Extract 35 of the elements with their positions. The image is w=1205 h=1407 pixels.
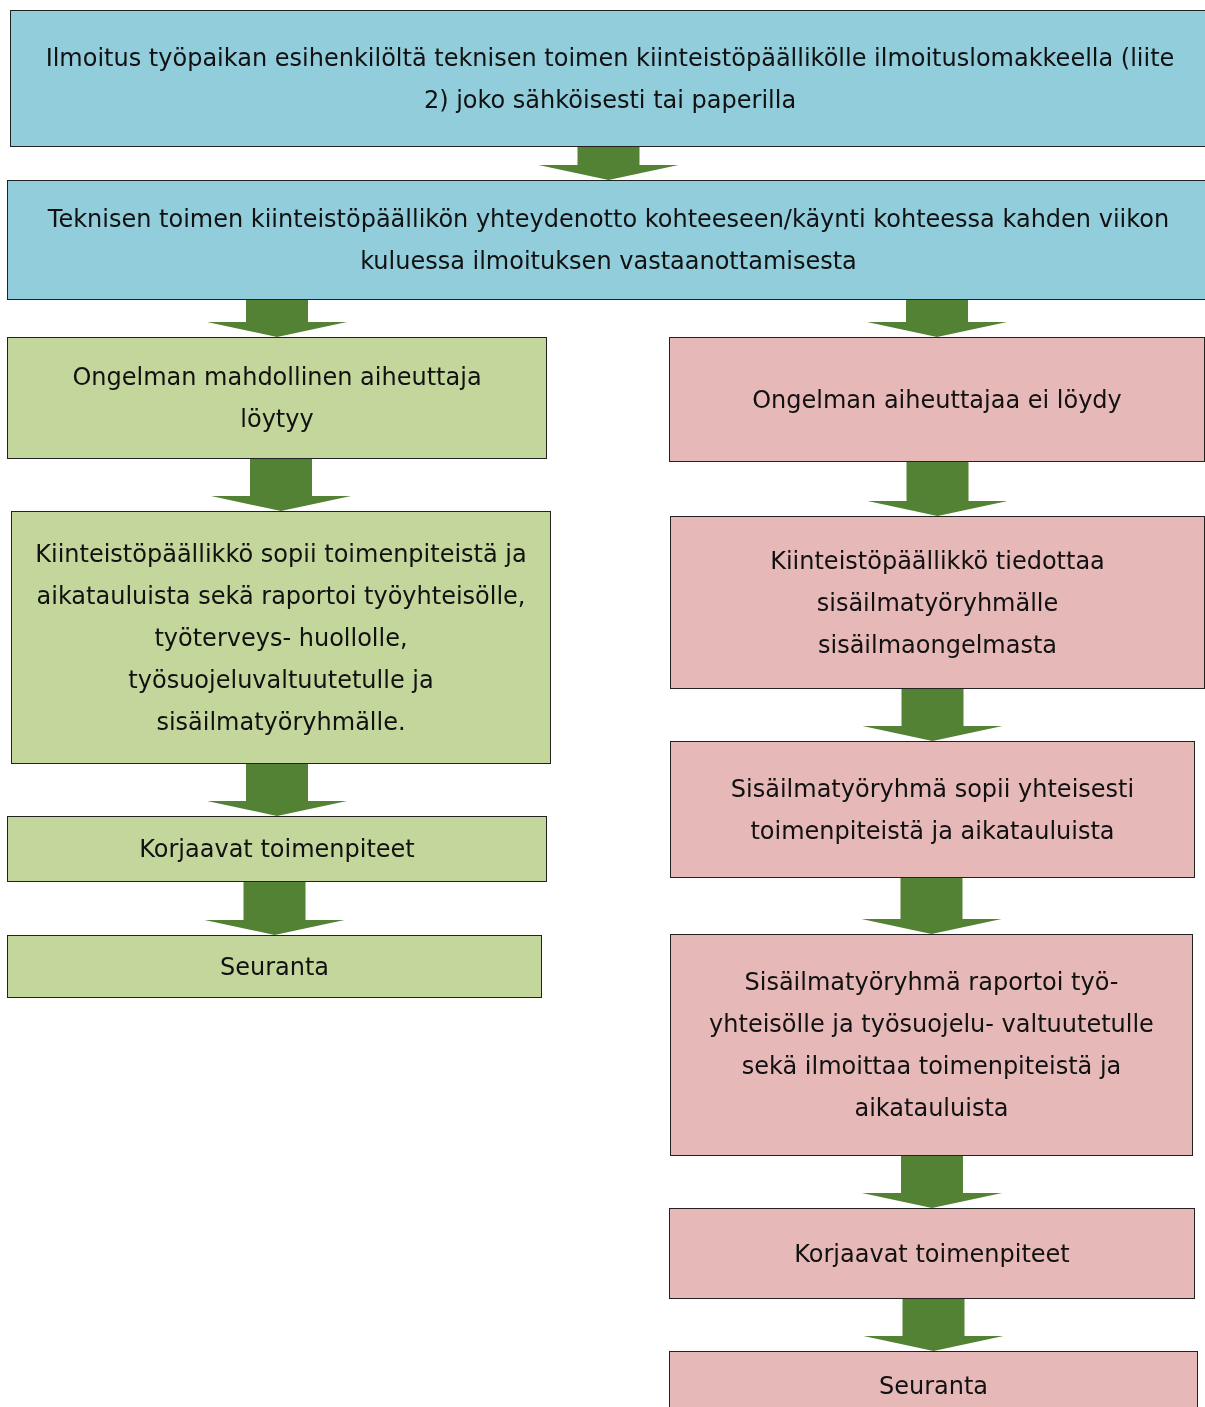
step-text: Kiinteistöpäällikkö tiedottaa sisäilmatyöryhmälle sisäilmaongelmasta [769,545,1106,661]
process-box [11,511,551,764]
block-arrow [863,1299,1004,1351]
step-text: Seuranta [878,1371,989,1402]
step-text: Ongelman mahdollinen aiheuttaja löytyy [71,362,483,435]
block-arrow [211,459,351,511]
step-text: Kiinteistöpäällikkö sopii toimenpiteistä ja aikatauluista sekä raportoi työyhteisölle, työterveys- huollolle, työsuojeluvaltuutetulle ja sisäilmatyöryhmälle. [34,538,528,738]
block-arrow [867,300,1007,337]
block-arrow [862,1156,1002,1208]
step-text: Teknisen toimen kiinteistöpäällikön yhteydenotto kohteeseen/käynti kohteessa kahden viikon kuluessa ilmoituksen vastaanottamisesta [46,204,1171,277]
process-box [7,180,1205,300]
process-box [7,337,547,459]
step-text: Korjaavat toimenpiteet [139,834,415,865]
block-arrow [867,462,1008,516]
process-box [670,741,1195,878]
step-text: Seuranta [219,951,330,983]
step-text: Ongelman aiheuttajaa ei löydy [752,384,1122,416]
step-text: Korjaavat toimenpiteet [794,1238,1070,1270]
process-box [670,934,1193,1156]
block-arrow [207,764,347,816]
process-box [7,816,547,882]
step-text: Sisäilmatyöryhmä raportoi työ- yhteisölle ja työsuojelu- valtuutetulle sekä ilmoittaa toimenpiteistä ja aikatauluista [708,967,1155,1124]
process-box [670,516,1205,689]
process-box [10,10,1205,147]
process-box [669,1208,1195,1299]
process-box [669,1351,1198,1407]
block-arrow [204,882,345,935]
block-arrow [862,689,1003,741]
step-text: Ilmoitus työpaikan esihenkilöltä teknisen toimen kiinteistöpäällikölle ilmoituslomakkeella (liite 2) joko sähköisesti tai paperilla [44,42,1176,116]
step-text: Sisäilmatyöryhmä sopii yhteisesti toimenpiteistä ja aikatauluista [729,773,1136,847]
block-arrow [207,300,347,337]
process-box [7,935,542,998]
process-box [669,337,1205,462]
block-arrow [861,878,1002,934]
block-arrow [538,147,679,180]
